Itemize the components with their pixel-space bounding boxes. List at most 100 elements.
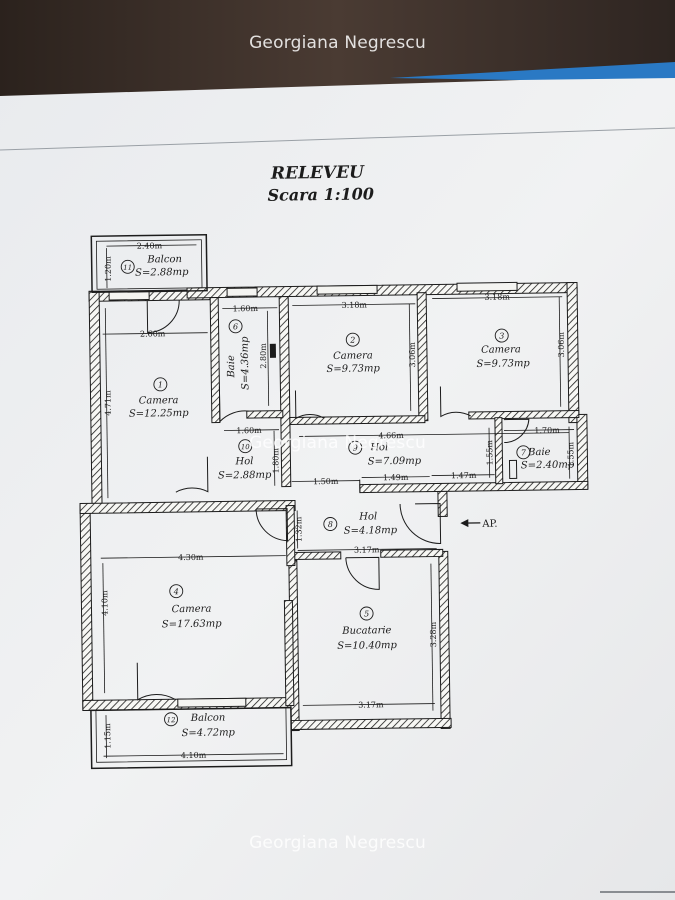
- door-swing: [503, 418, 530, 444]
- door-swing: [218, 386, 249, 423]
- door-swing: [345, 556, 380, 590]
- balcony-11-outline: [90, 233, 208, 294]
- wall: [79, 499, 296, 514]
- dimension-label: 4.10m: [100, 590, 109, 616]
- wall: [278, 296, 292, 488]
- dimension-label: 4.30m: [178, 553, 204, 562]
- room-number: 3: [499, 332, 504, 341]
- dimension-label: 3.18m: [342, 300, 368, 309]
- dimension-label: 3.06m: [408, 342, 417, 368]
- room-area: S=2.88mp: [218, 470, 272, 482]
- wall: [494, 417, 504, 485]
- dimension-label: 4.10m: [181, 751, 207, 760]
- door-swing: [136, 662, 176, 701]
- plan-scale: Scara 1:100: [267, 184, 374, 204]
- wall: [292, 551, 342, 561]
- entrance-label: AP.: [481, 519, 497, 530]
- wall: [380, 548, 444, 558]
- door-swing: [294, 390, 325, 420]
- room-name: Bucatarie: [341, 625, 391, 637]
- dimension-label: 1.15m: [103, 723, 112, 749]
- room-name: Hol: [369, 442, 388, 453]
- room-name: Camera: [481, 344, 521, 356]
- room-area: S=17.63mp: [162, 619, 222, 631]
- balcony-12-inner: [95, 707, 288, 763]
- watermark-top: Georgiana Negrescu: [249, 33, 426, 53]
- dimension-lines: [100, 244, 575, 759]
- room-name: Hol: [234, 456, 253, 467]
- dimension-label: 3.17m: [358, 700, 384, 709]
- wall: [290, 717, 452, 731]
- room-name: Baie: [527, 447, 551, 458]
- dimension-label: 3.17m: [354, 545, 380, 554]
- room-name: Balcon: [190, 712, 226, 723]
- dimension-label: 4.71m: [103, 390, 112, 416]
- dimension-label: 1.60m: [236, 426, 262, 435]
- room-area: S=2.40mp: [521, 460, 575, 472]
- room-area: S=2.88mp: [135, 267, 189, 279]
- room-name: Camera: [333, 350, 373, 362]
- door-swing: [255, 508, 289, 542]
- window: [226, 287, 258, 297]
- room-name: Balcon: [146, 254, 182, 265]
- dimension-label: 1.80m: [271, 448, 280, 474]
- room-number: 6: [233, 322, 238, 331]
- window: [108, 290, 150, 301]
- wall: [285, 504, 296, 567]
- door-swing: [439, 386, 472, 418]
- room-number: 7: [521, 448, 527, 457]
- dimension-label: 1.49m: [383, 473, 409, 482]
- watermark-middle: Georgiana Negrescu: [249, 433, 426, 453]
- room-name: Baie: [226, 355, 237, 379]
- walls: [79, 282, 589, 732]
- room-area: S=4.72mp: [181, 727, 235, 739]
- entrance-arrow: [460, 519, 481, 528]
- door-swing: [146, 300, 180, 334]
- room-labels: 1 Camera S=12.25mp 2 Camera S=9.73mp 3 C…: [123, 254, 575, 739]
- balcony-11-inner: [95, 239, 203, 290]
- dimension-label: 2.80m: [259, 343, 268, 369]
- dimension-label: 3.18m: [484, 292, 510, 301]
- wall: [289, 415, 426, 426]
- dimension-label: 1.32m: [294, 516, 303, 542]
- room-number: 5: [364, 609, 369, 618]
- watermark-bottom: Georgiana Negrescu: [249, 833, 426, 853]
- fixture-mark: [269, 343, 277, 358]
- dimension-label: 3.06m: [557, 332, 566, 358]
- dimension-label: 1.47m: [451, 471, 477, 480]
- room-number: 1: [158, 380, 163, 389]
- window: [316, 284, 378, 295]
- room-name: Camera: [139, 395, 179, 407]
- dimension-label: 1.20m: [104, 256, 113, 282]
- dimension-label: 1.55m: [485, 440, 494, 466]
- dimension-labels: 2.40m 1.20m 2.60m 4.71m 1.60m 2.80m 1.60…: [100, 241, 575, 760]
- room-number: 12: [167, 716, 177, 724]
- plan-title: RELEVEU: [270, 162, 365, 183]
- wall: [246, 410, 284, 419]
- room-area: S=7.09mp: [368, 456, 422, 468]
- room-number-circles: [120, 259, 531, 727]
- dimension-label: 3.28m: [429, 621, 438, 647]
- wall: [566, 282, 580, 424]
- room-number: 2: [349, 336, 355, 345]
- window: [456, 281, 518, 292]
- room-area: S=12.25mp: [129, 408, 189, 420]
- dimension-label: 4.66m: [378, 431, 404, 440]
- room-number: 11: [123, 264, 132, 272]
- room-area: S=10.40mp: [337, 640, 397, 652]
- dimension-label: 1.55m: [566, 441, 575, 467]
- room-area: S=4.36mp: [240, 336, 252, 390]
- dimension-label: 1.60m: [233, 304, 259, 313]
- room-name: Camera: [172, 604, 212, 616]
- wall: [438, 550, 451, 729]
- dimension-label: 2.40m: [137, 241, 163, 250]
- dimension-label: 1.70m: [534, 426, 560, 435]
- paper-border-line: [0, 127, 675, 151]
- wall: [209, 297, 221, 424]
- room-area: S=9.73mp: [326, 363, 380, 375]
- door-swing: [175, 456, 209, 493]
- room-number: 9: [353, 444, 358, 453]
- room-number: 4: [173, 587, 179, 596]
- wall: [283, 600, 295, 707]
